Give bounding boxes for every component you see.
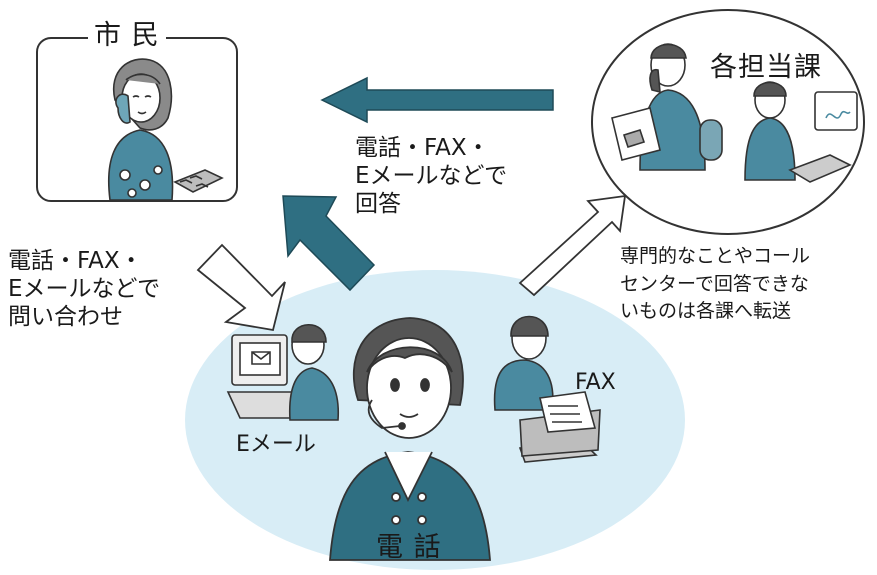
- fax-channel-label: FAX: [575, 370, 616, 395]
- transfer-line-1: 専門的なことやコール: [620, 245, 811, 267]
- answer-arrow-caption: 電話・FAX・ Eメールなどで 回答: [355, 134, 507, 218]
- answer-line-1: 電話・FAX・: [355, 135, 490, 161]
- email-operator-illustration: [226, 323, 340, 421]
- department-staff-illustration: [611, 43, 858, 183]
- phone-operator-illustration: [329, 317, 491, 561]
- inquiry-line-2: Eメールなどで: [8, 276, 161, 303]
- citizen-woman-on-phone-illustration: [108, 58, 224, 201]
- transfer-line-3: いものは各課へ転送: [620, 300, 792, 323]
- answer-arrow-top: [320, 76, 554, 124]
- inquiry-line-1: 電話・FAX・: [8, 248, 143, 274]
- email-channel-label: Eメール: [236, 432, 316, 457]
- inquiry-arrow-caption: 電話・FAX・ Eメールなどで 問い合わせ: [8, 247, 160, 331]
- answer-line-2: Eメールなどで: [355, 163, 508, 190]
- fax-operator-illustration: [493, 315, 601, 463]
- call-center-title: 電 話: [376, 532, 442, 563]
- answer-line-3: 回答: [355, 191, 401, 218]
- citizen-title: 市 民: [88, 20, 166, 53]
- transfer-arrow-caption: 専門的なことやコール センターで回答できな いものは各課へ転送: [620, 243, 810, 326]
- answer-arrow-diagonal: [282, 195, 376, 292]
- inquiry-line-3: 問い合わせ: [8, 304, 123, 331]
- departments-title: 各担当課: [710, 52, 822, 83]
- inquiry-arrow: [196, 243, 286, 332]
- transfer-line-2: センターで回答できな: [620, 272, 809, 295]
- transfer-arrow: [518, 194, 627, 297]
